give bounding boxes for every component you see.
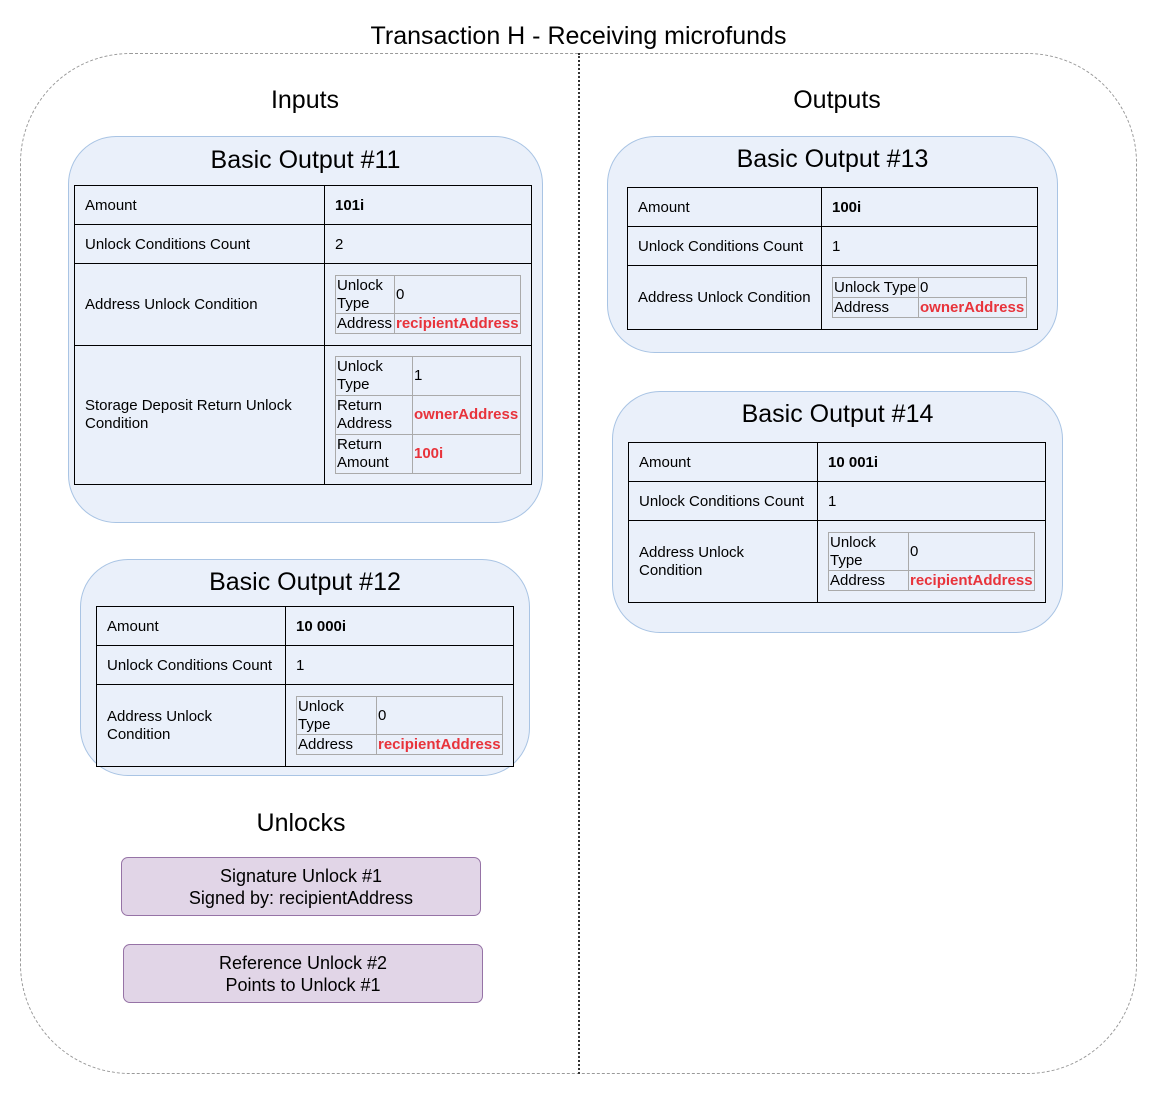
- unlock-line-2: Points to Unlock #1: [225, 975, 381, 995]
- address-uc-label: Address Unlock Condition: [627, 265, 822, 330]
- uc-count-label: Unlock Conditions Count: [74, 224, 325, 264]
- address-uc-table: Unlock Type 0 Address recipientAddress: [828, 532, 1035, 591]
- amount-label: Amount: [628, 442, 818, 482]
- uc-count-label: Unlock Conditions Count: [628, 481, 818, 521]
- address-label: Address: [296, 734, 377, 755]
- inputs-heading: Inputs: [270, 86, 340, 114]
- sdr-uc-table: Unlock Type 1 Return Address ownerAddres…: [335, 356, 521, 474]
- return-amount-value: 100i: [412, 434, 521, 474]
- inputs-outputs-divider: [578, 53, 580, 1074]
- output-11-fields: Amount 101i Unlock Conditions Count 2 Ad…: [74, 185, 532, 485]
- uc-count-value: 1: [817, 481, 1046, 521]
- output-title: Basic Output #11: [210, 146, 401, 174]
- address-uc-label: Address Unlock Condition: [628, 520, 818, 603]
- return-address-label: Return Address: [335, 395, 413, 435]
- address-value: recipientAddress: [908, 570, 1035, 591]
- address-uc-label: Address Unlock Condition: [74, 263, 325, 346]
- reference-unlock-2: Reference Unlock #2 Points to Unlock #1: [123, 944, 483, 1003]
- address-label: Address: [828, 570, 909, 591]
- amount-value: 100i: [821, 187, 1038, 227]
- unlock-type-label: Unlock Type: [335, 275, 395, 314]
- unlock-type-value: 1: [412, 356, 521, 396]
- unlock-type-label: Unlock Type: [832, 277, 919, 298]
- output-13-fields: Amount 100i Unlock Conditions Count 1 Ad…: [627, 187, 1038, 330]
- unlock-type-value: 0: [908, 532, 1035, 571]
- amount-value: 10 000i: [285, 606, 514, 646]
- uc-count-value: 1: [285, 645, 514, 685]
- unlock-line-2: Signed by: recipientAddress: [188, 888, 414, 908]
- return-amount-label: Return Amount: [335, 434, 413, 474]
- amount-label: Amount: [74, 185, 325, 225]
- outputs-heading: Outputs: [793, 86, 881, 114]
- unlock-type-label: Unlock Type: [296, 696, 377, 735]
- address-label: Address: [335, 313, 395, 334]
- uc-count-label: Unlock Conditions Count: [627, 226, 822, 266]
- address-label: Address: [832, 297, 919, 318]
- address-value: recipientAddress: [394, 313, 521, 334]
- output-title: Basic Output #12: [209, 568, 401, 596]
- address-uc-table: Unlock Type 0 Address recipientAddress: [335, 275, 521, 334]
- amount-value: 101i: [324, 185, 532, 225]
- amount-value: 10 001i: [817, 442, 1046, 482]
- unlock-type-value: 0: [376, 696, 503, 735]
- output-14-fields: Amount 10 001i Unlock Conditions Count 1…: [628, 442, 1046, 603]
- unlock-line-1: Reference Unlock #2: [218, 953, 388, 973]
- unlock-type-value: 0: [918, 277, 1027, 298]
- output-title: Basic Output #13: [736, 145, 929, 173]
- address-value: recipientAddress: [376, 734, 503, 755]
- uc-count-value: 2: [324, 224, 532, 264]
- sdr-uc-label: Storage Deposit Return Unlock Condition: [74, 345, 325, 485]
- unlock-type-label: Unlock Type: [828, 532, 909, 571]
- address-value: ownerAddress: [918, 297, 1027, 318]
- uc-count-label: Unlock Conditions Count: [96, 645, 286, 685]
- signature-unlock-1: Signature Unlock #1 Signed by: recipient…: [121, 857, 481, 916]
- return-address-value: ownerAddress: [412, 395, 521, 435]
- unlocks-heading: Unlocks: [256, 809, 346, 837]
- address-uc-table: Unlock Type 0 Address ownerAddress: [832, 277, 1027, 318]
- diagram-title: Transaction H - Receiving microfunds: [370, 22, 787, 50]
- uc-count-value: 1: [821, 226, 1038, 266]
- address-uc-label: Address Unlock Condition: [96, 684, 286, 767]
- unlock-type-label: Unlock Type: [335, 356, 413, 396]
- amount-label: Amount: [627, 187, 822, 227]
- unlock-line-1: Signature Unlock #1: [219, 866, 383, 886]
- address-uc-table: Unlock Type 0 Address recipientAddress: [296, 696, 503, 755]
- output-title: Basic Output #14: [741, 400, 934, 428]
- amount-label: Amount: [96, 606, 286, 646]
- unlock-type-value: 0: [394, 275, 521, 314]
- output-12-fields: Amount 10 000i Unlock Conditions Count 1…: [96, 606, 514, 767]
